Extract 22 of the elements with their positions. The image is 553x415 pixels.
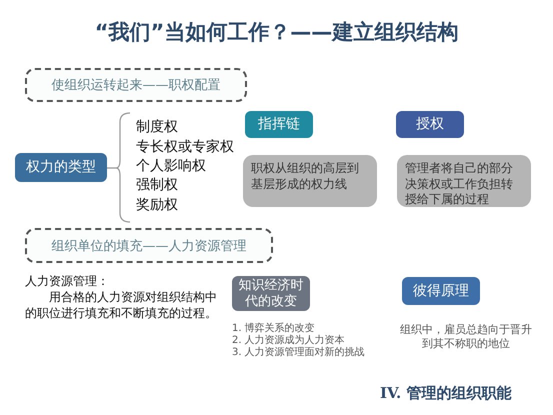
description-box: 管理者将自己的部分决策权或工作负担转授给下属的过程 <box>397 155 531 207</box>
definition-text: 用合格的人力资源对组织结构中的职位进行填充和不断填充的过程。 <box>25 290 218 322</box>
list-item: 2. 人力资源成为人力资本 <box>232 334 345 346</box>
definition-heading: 人力资源管理： <box>25 274 109 290</box>
list-item: 强制权 <box>136 176 178 194</box>
list-item: 3. 人力资源管理面对新的挑战 <box>232 346 365 359</box>
topic-box: 指挥链 <box>245 111 313 138</box>
dashed-heading-box: 使组织运转起来——职权配置 <box>25 68 247 102</box>
title: “我们”当如何工作？——建立组织结构 <box>94 19 460 46</box>
topic-box: 彼得原理 <box>402 277 480 305</box>
topic-box: 知识经济时代的改变 <box>232 276 310 311</box>
list-item: 专长权或专家权 <box>136 138 234 156</box>
dashed-heading-box: 组织单位的填充——人力资源管理 <box>25 228 273 263</box>
list-item: 制度权 <box>136 118 178 136</box>
list-item: 奖励权 <box>136 196 178 214</box>
category-box: 权力的类型 <box>15 153 107 182</box>
principle-text: 组织中，雇员总趋向于晋升到其不称职的地位 <box>400 323 532 352</box>
description-box: 职权从组织的高层到基层形成的权力线 <box>243 155 377 207</box>
list-item: 个人影响权 <box>136 157 206 176</box>
list-item: 1. 博弈关系的改变 <box>232 322 315 334</box>
topic-box: 授权 <box>396 111 464 138</box>
footer-text: IV. 管理的组织职能 <box>380 384 512 404</box>
